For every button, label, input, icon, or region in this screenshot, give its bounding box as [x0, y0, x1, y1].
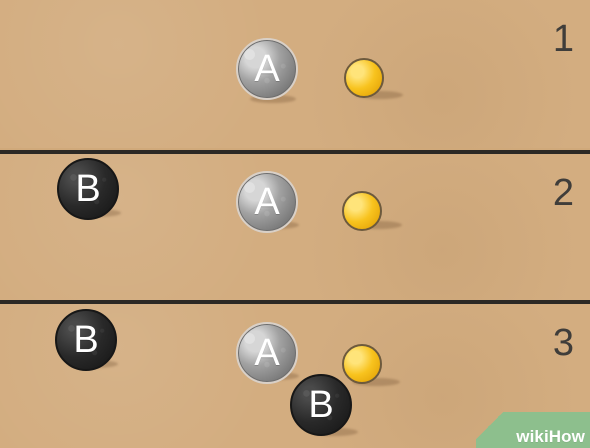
ball-label-b-left-step-3: B	[73, 319, 99, 361]
watermark-badge: wikiHow	[476, 412, 590, 448]
shadow-jack-step-2	[354, 221, 402, 229]
watermark-text: wikiHow	[516, 427, 585, 446]
jack-ball-step-1	[344, 58, 384, 98]
ball-label-a-step-3: A	[254, 332, 280, 374]
ball-label-b-center-step-3: B	[308, 384, 334, 426]
ball-a-step-2: A	[236, 171, 298, 233]
step-number-1: 1	[552, 18, 574, 60]
panel-step-2: 2 B A	[0, 154, 590, 302]
ball-label-a-step-2: A	[254, 181, 280, 223]
shadow-jack-step-1	[355, 91, 403, 99]
ball-label-b-step-2: B	[75, 168, 101, 210]
ball-a-step-3: A	[236, 322, 298, 384]
ball-label-a-step-1: A	[254, 48, 280, 90]
ball-a-step-1: A	[236, 38, 298, 100]
shadow-jack-step-3	[352, 378, 400, 386]
step-number-2: 2	[552, 172, 574, 214]
divider-1	[0, 150, 590, 154]
step-number-3: 3	[552, 322, 574, 364]
divider-2	[0, 300, 590, 304]
panel-step-1: 1 A	[0, 0, 590, 148]
ball-b-step-2: B	[57, 158, 119, 220]
ball-b-center-step-3: B	[290, 374, 352, 436]
jack-ball-step-2	[342, 191, 382, 231]
ball-b-left-step-3: B	[55, 309, 117, 371]
